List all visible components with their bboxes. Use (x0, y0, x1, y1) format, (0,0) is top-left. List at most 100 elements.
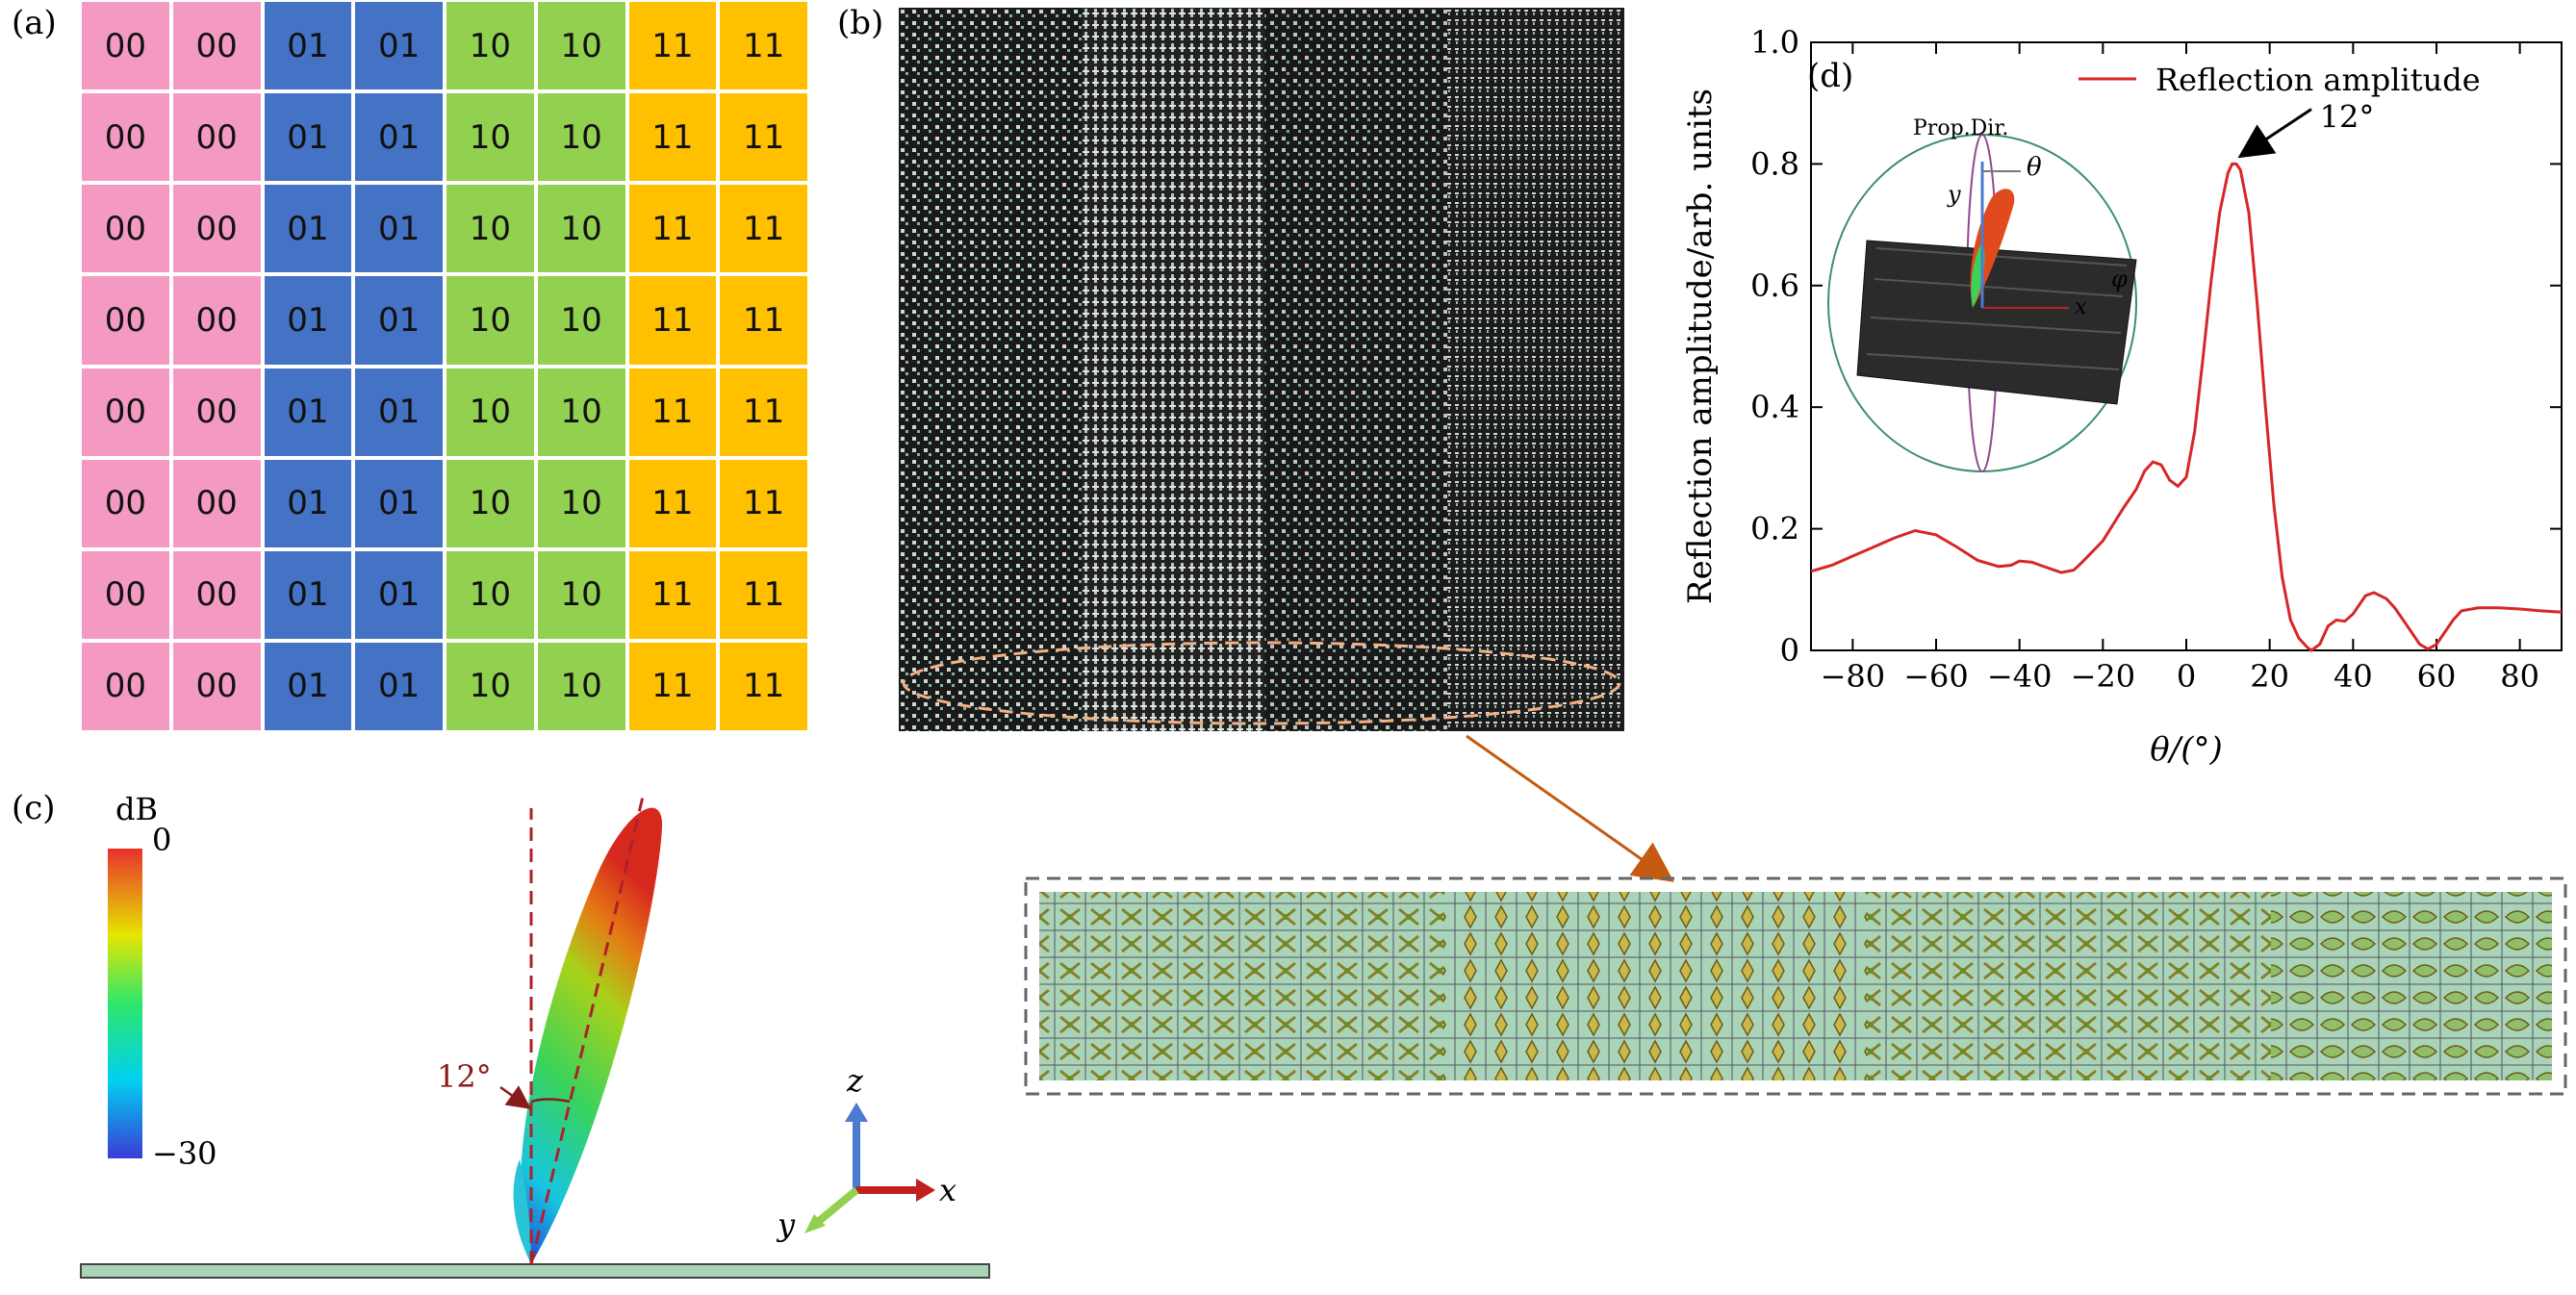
grid-cell-01: 01 (353, 548, 445, 641)
grid-cell-01: 01 (353, 274, 445, 367)
x-tick-label: −40 (1987, 658, 2053, 695)
grid-cell-01: 01 (262, 0, 354, 92)
y-axis-arrow (815, 1186, 859, 1226)
grid-cell-11: 11 (626, 274, 719, 367)
grid-cell-10: 10 (535, 640, 627, 732)
grid-cell-01: 01 (262, 366, 354, 458)
highlight-ellipse (902, 641, 1621, 725)
grid-cell-10: 10 (535, 0, 627, 92)
grid-cell-01: 01 (262, 274, 354, 367)
colorbar-unit: dB (115, 791, 158, 827)
inset-prop-dir: Prop.Dir. (1913, 116, 2008, 140)
grid-cell-00: 00 (80, 0, 171, 92)
grid-cell-01: 01 (353, 183, 445, 275)
inset-3d-pattern (1827, 134, 2137, 472)
panel-label-c: (c) (12, 789, 56, 827)
grid-cell-10: 10 (535, 183, 627, 275)
grid-cell-00: 00 (80, 457, 171, 549)
angle-arc (530, 1098, 571, 1104)
x-tick-label: 80 (2500, 658, 2539, 695)
grid-cell-00: 00 (80, 640, 171, 732)
grid-cell-10: 10 (445, 366, 536, 458)
grid-cell-01: 01 (353, 91, 445, 184)
metasurface-zoom (1024, 876, 2567, 1096)
grid-cell-00: 00 (80, 274, 171, 367)
side-lobe (513, 1159, 531, 1264)
grid-cell-11: 11 (718, 91, 809, 184)
colorbar (108, 849, 142, 1158)
x-tick-label: −80 (1821, 658, 1886, 695)
x-tick-label: 40 (2334, 658, 2373, 695)
grid-cell-00: 00 (170, 457, 263, 549)
grid-cell-10: 10 (445, 457, 536, 549)
axis-y-label: y (776, 1206, 796, 1243)
ground-plane (80, 1263, 990, 1279)
grid-cell-01: 01 (353, 366, 445, 458)
x-tick-label: 0 (2177, 658, 2196, 695)
grid-cell-11: 11 (626, 91, 719, 184)
grid-cell-11: 11 (718, 640, 809, 732)
grid-cell-01: 01 (262, 457, 354, 549)
grid-cell-11: 11 (626, 0, 719, 92)
grid-cell-00: 00 (170, 366, 263, 458)
inset-theta: θ (2027, 153, 2042, 182)
grid-cell-01: 01 (262, 548, 354, 641)
grid-cell-10: 10 (535, 91, 627, 184)
grid-cell-01: 01 (262, 91, 354, 184)
grid-cell-00: 00 (80, 91, 171, 184)
colorbar-max: 0 (152, 822, 171, 858)
grid-cell-01: 01 (353, 0, 445, 92)
y-tick-label: 0.2 (1750, 511, 1799, 547)
grid-cell-00: 00 (170, 274, 263, 367)
peak-label: 12° (2320, 98, 2375, 135)
grid-cell-01: 01 (262, 640, 354, 732)
grid-cell-11: 11 (626, 640, 719, 732)
panel-label-a: (a) (12, 4, 57, 42)
grid-cell-10: 10 (535, 274, 627, 367)
panel-label-b: (b) (837, 4, 884, 42)
grid-cell-10: 10 (535, 366, 627, 458)
grid-cell-00: 00 (170, 183, 263, 275)
grid-cell-11: 11 (626, 366, 719, 458)
peak-arrow (2237, 108, 2312, 159)
x-tick-label: 20 (2250, 658, 2289, 695)
main-lobe (520, 807, 663, 1264)
radiation-pattern-panel: dB 0 −30 12° z x y (80, 791, 990, 1279)
grid-cell-10: 10 (445, 548, 536, 641)
grid-cell-11: 11 (626, 183, 719, 275)
grid-cell-01: 01 (353, 640, 445, 732)
axis-x-label: x (939, 1172, 956, 1208)
zoom-arrow (1466, 734, 1674, 882)
x-tick-label: 60 (2417, 658, 2457, 695)
grid-cell-00: 00 (170, 548, 263, 641)
grid-cell-00: 00 (170, 640, 263, 732)
inset-phi: φ (2111, 266, 2128, 292)
grid-cell-00: 00 (80, 183, 171, 275)
metasurface-image (899, 8, 1624, 731)
grid-cell-00: 00 (170, 0, 263, 92)
panel-label-d: (d) (1807, 57, 1853, 95)
grid-cell-10: 10 (445, 0, 536, 92)
grid-cell-11: 11 (718, 548, 809, 641)
grid-cell-11: 11 (718, 183, 809, 275)
colorbar-min: −30 (152, 1135, 217, 1172)
axis-z-label: z (846, 1062, 864, 1099)
grid-cell-10: 10 (535, 457, 627, 549)
series-line-reflection-amplitude (1810, 162, 2563, 652)
x-axis-label: θ/(°) (2150, 730, 2222, 769)
grid-cell-10: 10 (445, 640, 536, 732)
grid-cell-01: 01 (353, 457, 445, 549)
inset-x: x (2075, 295, 2087, 319)
y-tick-label: 0 (1780, 632, 1799, 669)
grid-cell-11: 11 (718, 0, 809, 92)
grid-cell-11: 11 (718, 274, 809, 367)
y-tick-label: 0.6 (1750, 267, 1799, 304)
angle-arrow (499, 1085, 532, 1109)
x-tick-label: −60 (1903, 658, 1969, 695)
legend-label: Reflection amplitude (2155, 62, 2481, 98)
grid-cell-10: 10 (535, 548, 627, 641)
grid-cell-00: 00 (170, 91, 263, 184)
